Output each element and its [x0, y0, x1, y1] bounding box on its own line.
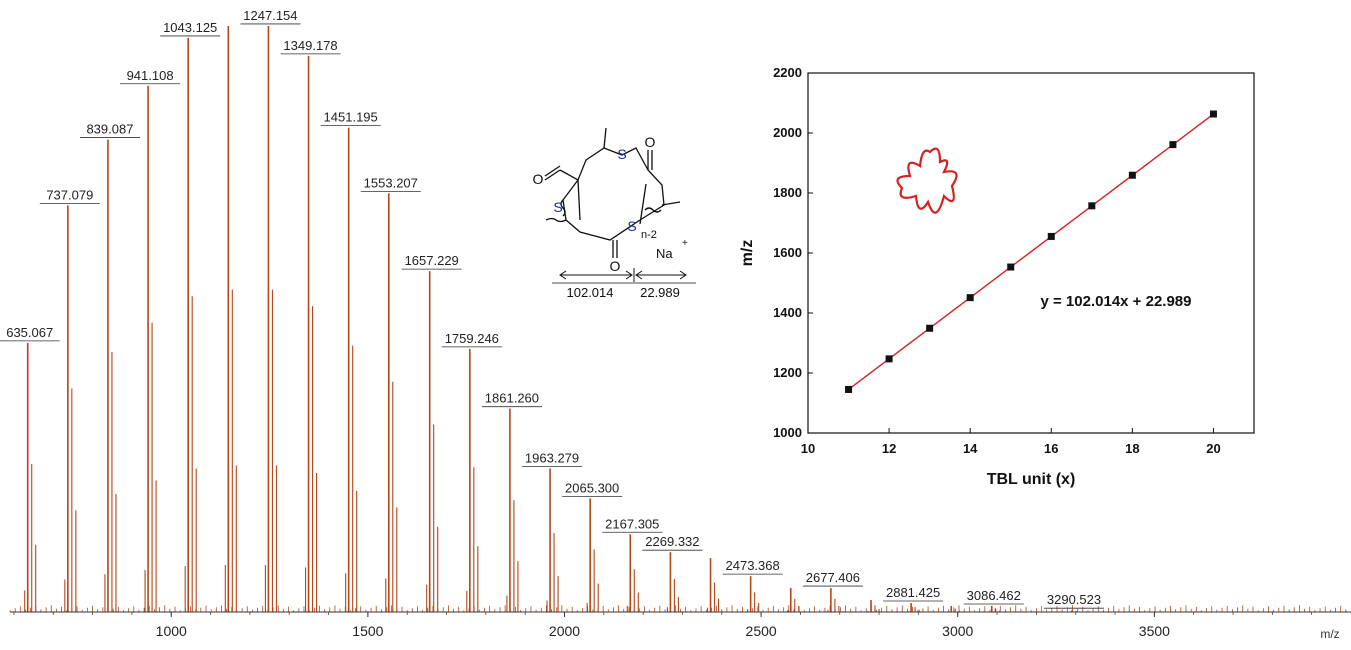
mass-spectrum: 635.067 737.079 839.087 941.108 1043.125 1247…: [0, 8, 1351, 641]
inset-point: [1047, 232, 1055, 240]
chemical-structure: [544, 127, 687, 282]
arrow-head: [625, 270, 633, 280]
peak-label: 2677.406: [806, 570, 860, 585]
peak-label: 941.108: [127, 68, 174, 83]
wavy-bond: [545, 217, 567, 223]
inset-point: [1169, 141, 1177, 149]
inset-y-tick-label: 1400: [773, 305, 802, 320]
peak-label: 1963.279: [525, 450, 579, 465]
arrow-head: [559, 270, 567, 280]
inset-x-tick-label: 12: [882, 441, 896, 456]
polymer-ring-icon: [896, 147, 958, 214]
spectrum-tick-label: 2000: [549, 623, 580, 639]
inset-point: [1128, 171, 1136, 179]
inset-x-tick-label: 14: [963, 441, 978, 456]
spectrum-tick-label: 2500: [746, 623, 777, 639]
peak-label: 737.079: [46, 187, 93, 202]
inset-y-tick-label: 1200: [773, 365, 802, 380]
structure-bond: [577, 179, 581, 221]
inset-y-tick-label: 1800: [773, 185, 802, 200]
endgroup-mass-label: 22.989: [640, 285, 680, 300]
inset-point: [966, 294, 974, 302]
oxygen-atom: O: [533, 171, 544, 187]
arrow-head: [679, 270, 687, 280]
inset-frame: [807, 72, 1255, 434]
fit-equation: y = 102.014x + 22.989: [1041, 293, 1192, 310]
repeat-bracket: [639, 183, 647, 225]
sulfur-atom: S: [627, 218, 636, 234]
peak-label: 1043.125: [163, 20, 217, 35]
peak-label: 1247.154: [243, 8, 297, 23]
peak-label: 1759.246: [445, 331, 499, 346]
arrow-head: [635, 270, 643, 280]
structure-labels: S S S O O O n-2 Na + 102.014 22.989: [533, 134, 696, 300]
peak-label: 3086.462: [967, 588, 1021, 603]
sulfur-atom: S: [553, 199, 562, 215]
inset-x-label: TBL unit (x): [987, 471, 1076, 488]
peak-label: 2881.425: [886, 585, 940, 600]
inset-plot: 10 12 14 16 18 20 1000 1200 1400 1600 1800 2000 2200…: [739, 65, 1255, 488]
peak-label: 1657.229: [405, 253, 459, 268]
inset-point: [1209, 110, 1217, 118]
inset-points: [845, 110, 1217, 393]
peak-label: 839.087: [86, 122, 133, 137]
spectrum-x-ticks: 1000 1500 2000 2500 3000 3500: [13, 612, 1313, 639]
fit-line: [848, 113, 1214, 391]
inset-y-tick-label: 2200: [773, 65, 802, 80]
spectrum-tick-label: 1500: [352, 623, 383, 639]
inset-ticks: 10 12 14 16 18 20 1000 1200 1400 1600 1800 2000 2200: [773, 65, 1221, 456]
inset-point: [1007, 263, 1015, 271]
carbonyl-bond: [544, 169, 561, 181]
peak-labels: 635.067 737.079 839.087 941.108 1043.125 1247…: [0, 8, 1104, 609]
inset-point: [926, 324, 934, 332]
peak-label: 2269.332: [645, 534, 699, 549]
structure-ring: [559, 147, 665, 241]
sulfur-atom: S: [617, 146, 626, 162]
oxygen-atom: O: [610, 258, 621, 274]
repeat-subscript: n-2: [641, 229, 657, 241]
inset-y-label: m/z: [739, 240, 756, 267]
carbonyl-bond: [544, 165, 561, 177]
peak-label: 2473.368: [726, 558, 780, 573]
peak-label: 2065.300: [565, 480, 619, 495]
wavy-bond: [644, 207, 662, 213]
inset-x-tick-label: 20: [1206, 441, 1220, 456]
inset-point: [1088, 202, 1096, 210]
spectrum-peaks: [9, 25, 1347, 612]
peak-label: 2167.305: [605, 516, 659, 531]
methyl-bond: [603, 127, 607, 149]
spectrum-tick-label: 1000: [156, 623, 187, 639]
peak-label: 1861.260: [485, 391, 539, 406]
repeat-mass-label: 102.014: [567, 285, 614, 300]
cation-label: Na: [656, 246, 673, 261]
peak-label: 1553.207: [364, 175, 418, 190]
inset-y-tick-label: 1000: [773, 425, 802, 440]
inset-y-tick-label: 2000: [773, 125, 802, 140]
inset-x-tick-label: 10: [801, 441, 815, 456]
peak-label: 1349.178: [283, 38, 337, 53]
wavy-bond: [560, 199, 566, 217]
inset-point: [845, 385, 853, 393]
oxygen-atom: O: [645, 134, 656, 150]
inset-x-tick-label: 18: [1125, 441, 1139, 456]
spectrum-x-label: m/z: [1320, 627, 1339, 641]
inset-point: [885, 355, 893, 363]
peak-label: 635.067: [6, 325, 53, 340]
methyl-bond: [661, 201, 681, 206]
peak-label: 3290.523: [1047, 592, 1101, 607]
cation-charge: +: [682, 238, 688, 249]
inset-y-tick-label: 1600: [773, 245, 802, 260]
inset-x-tick-label: 16: [1044, 441, 1058, 456]
peak-label: 1451.195: [324, 110, 378, 125]
spectrum-tick-label: 3000: [942, 623, 973, 639]
spectrum-tick-label: 3500: [1139, 623, 1170, 639]
